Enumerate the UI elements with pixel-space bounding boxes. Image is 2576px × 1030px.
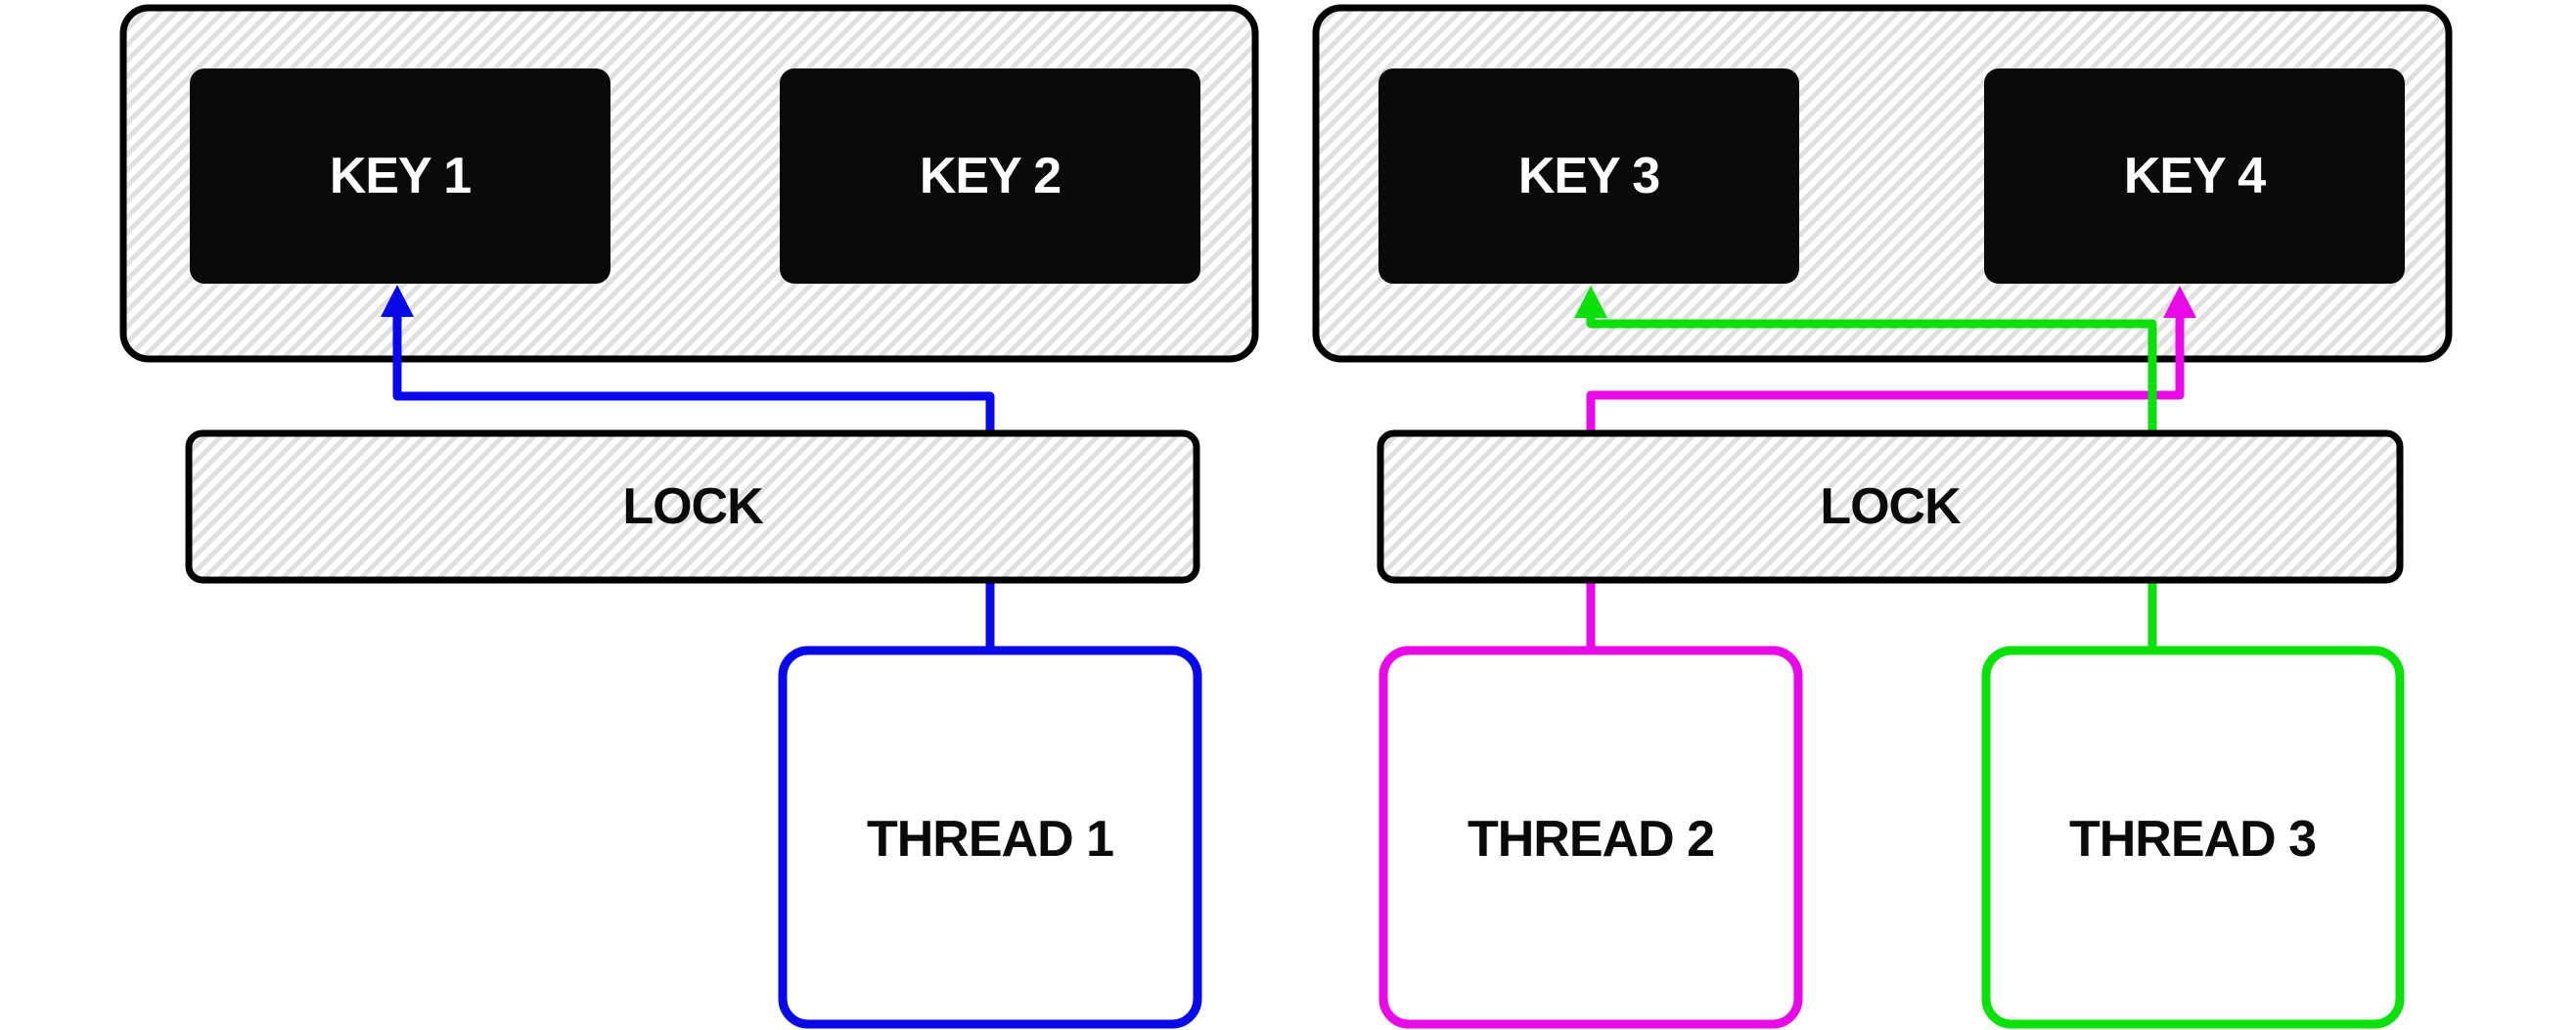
key-1-box — [190, 68, 610, 284]
key-1-node: KEY 1 — [190, 68, 610, 284]
lock-right-box — [1377, 429, 2404, 584]
thread-2-node: THREAD 2 — [1378, 646, 1803, 1029]
key-4-node: KEY 4 — [1984, 68, 2405, 284]
key-3-node: KEY 3 — [1378, 68, 1799, 284]
thread-3-node: THREAD 3 — [1981, 646, 2405, 1029]
thread-1-box — [778, 646, 1202, 1029]
thread-3-label: THREAD 3 — [2069, 811, 2316, 868]
thread-2-box — [1378, 646, 1803, 1029]
lock-left-label: LOCK — [622, 478, 764, 535]
thread-1-node: THREAD 1 — [778, 646, 1202, 1029]
key-1-label: KEY 1 — [330, 148, 471, 204]
key-3-box — [1378, 68, 1799, 284]
lock-right-label: LOCK — [1820, 478, 1962, 535]
lock-left-node: LOCK — [185, 429, 1200, 584]
arrowhead-up-icon — [2163, 286, 2196, 318]
arrowhead-up-icon — [1574, 286, 1607, 318]
arrowhead-up-icon — [381, 285, 414, 317]
key-4-label: KEY 4 — [2124, 148, 2266, 204]
lock-right-node: LOCK — [1377, 429, 2404, 584]
key-2-label: KEY 2 — [920, 148, 1061, 204]
thread-1-label: THREAD 1 — [867, 811, 1113, 868]
key-2-box — [780, 68, 1200, 284]
thread-3-box — [1981, 646, 2405, 1029]
thread-2-label: THREAD 2 — [1468, 811, 1714, 868]
key-2-node: KEY 2 — [780, 68, 1200, 284]
key-3-label: KEY 3 — [1518, 148, 1659, 204]
lock-left-box — [185, 429, 1200, 584]
key-4-box — [1984, 68, 2405, 284]
